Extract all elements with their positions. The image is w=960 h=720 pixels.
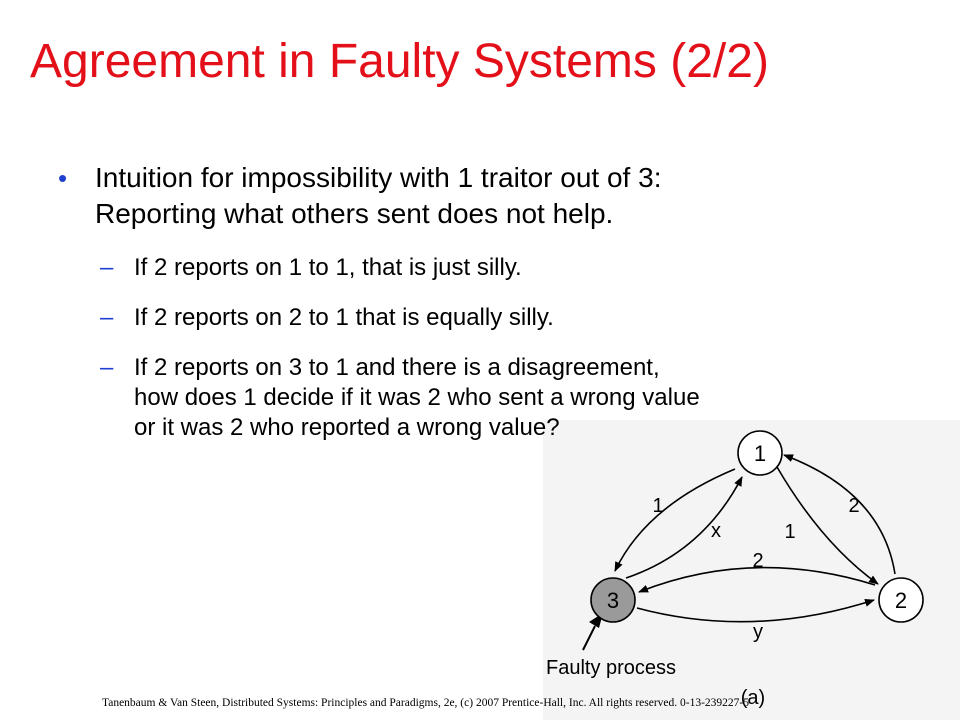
sub-bullet-2-line-1: If 2 reports on 2 to 1 that is equally s… <box>134 304 554 331</box>
sub-bullet-3-line-2: how does 1 decide if it was 2 who sent a… <box>134 384 700 411</box>
diagram-caption: (a) <box>741 687 765 709</box>
sub-bullet-2: – If 2 reports on 2 to 1 that is equally… <box>100 303 930 333</box>
node-3-label: 3 <box>607 588 619 613</box>
sub-bullet-3-line-1: If 2 reports on 3 to 1 and there is a di… <box>134 354 660 381</box>
edge-3-to-2 <box>636 598 875 623</box>
main-bullet-line-2: Reporting what others sent does not help… <box>95 198 614 229</box>
slide-title: Agreement in Faulty Systems (2/2) <box>30 35 769 88</box>
faulty-pointer-line <box>582 625 596 651</box>
edge-label-3-to-1: x <box>711 520 721 542</box>
node-2-label: 2 <box>895 588 907 613</box>
bullet-marker: • <box>58 163 68 193</box>
edge-3-to-1 <box>625 476 743 579</box>
node-2 <box>878 577 924 623</box>
main-bullet: • Intuition for impossibility with 1 tra… <box>58 160 938 232</box>
edge-label-1-to-2: 1 <box>784 521 795 543</box>
sub-bullet-marker: – <box>100 304 114 331</box>
edge-label-2-to-3: 2 <box>752 550 763 572</box>
edge-label-2-to-1: 2 <box>848 495 859 517</box>
sub-bullet-marker: – <box>100 354 114 381</box>
node-1-label: 1 <box>754 441 766 466</box>
sub-bullet-1: – If 2 reports on 1 to 1, that is just s… <box>100 253 930 283</box>
edge-label-1-to-3: 1 <box>652 495 663 517</box>
edge-2-to-3 <box>638 566 876 593</box>
sub-bullet-3-line-3: or it was 2 who reported a wrong value? <box>134 414 560 441</box>
edge-1-to-3 <box>614 468 736 572</box>
edge-1-to-2 <box>776 466 879 585</box>
footer-citation: Tanenbaum & Van Steen, Distributed Syste… <box>102 697 750 709</box>
edge-label-3-to-2: y <box>753 621 763 643</box>
edge-2-to-1 <box>783 454 896 575</box>
sub-bullet-marker: – <box>100 254 114 281</box>
agreement-diagram: 1 2 3 1 x 1 2 2 y Faulty process (a) <box>546 430 924 709</box>
node-3-faulty <box>590 577 636 623</box>
sub-bullet-3: – If 2 reports on 3 to 1 and there is a … <box>100 353 930 443</box>
main-bullet-line-1: Intuition for impossibility with 1 trait… <box>95 162 662 193</box>
sub-bullet-1-line-1: If 2 reports on 1 to 1, that is just sil… <box>134 254 522 281</box>
faulty-process-label: Faulty process <box>546 657 676 679</box>
node-1 <box>737 430 783 476</box>
